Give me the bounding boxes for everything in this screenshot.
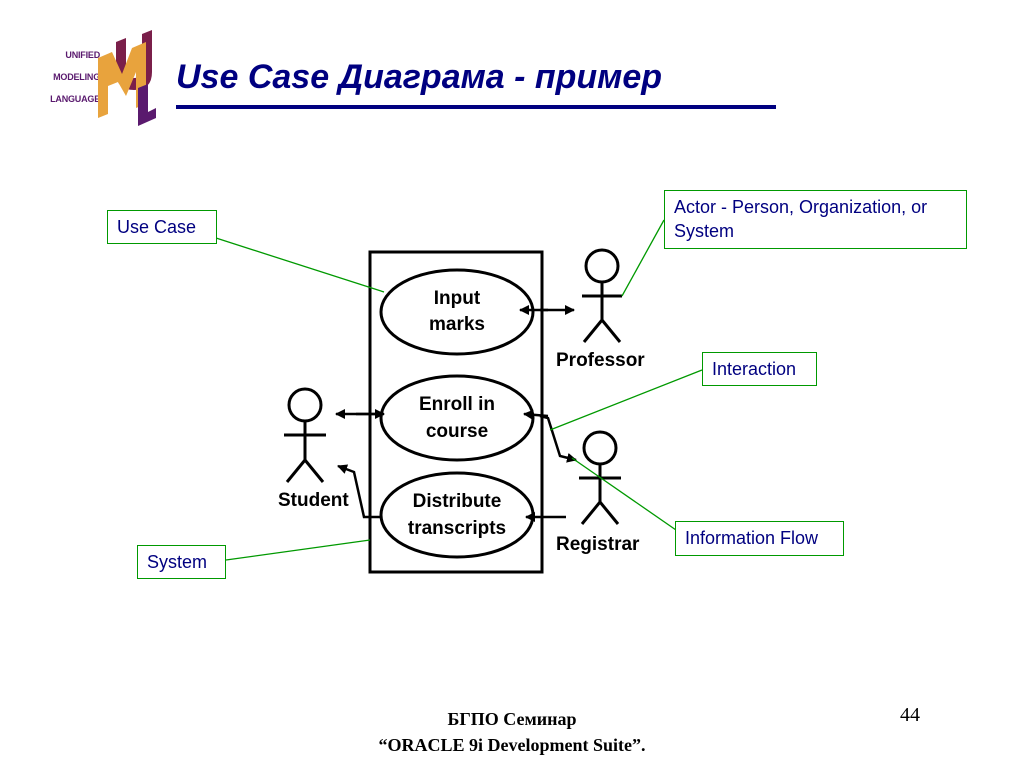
use-case-label: marks xyxy=(429,314,485,335)
uml-logo-mark xyxy=(98,30,156,126)
callout-actor: Actor - Person, Organization, or System xyxy=(664,190,967,249)
actor-registrar xyxy=(579,430,621,525)
leader-system xyxy=(225,539,371,561)
callout-use-case: Use Case xyxy=(107,210,217,244)
use-case-enroll-in-course xyxy=(379,374,535,462)
leader-information-flow xyxy=(571,457,677,531)
use-case-distribute-transcripts xyxy=(379,471,535,559)
footer-line-1: БГПО Семинар xyxy=(447,709,577,729)
use-case-input-marks xyxy=(379,268,535,356)
slide-title: Use Case Диаграма - пример xyxy=(176,58,663,96)
use-case-label: Enroll in xyxy=(419,394,495,415)
actor-professor xyxy=(582,248,622,343)
footer: БГПО Семинар “ORACLE 9i Development Suit… xyxy=(262,706,762,758)
page-number: 44 xyxy=(900,704,920,726)
callout-system: System xyxy=(137,545,226,579)
logo-text-modeling: MODELING xyxy=(53,72,100,82)
actor-student xyxy=(284,387,326,483)
actor-label-student: Student xyxy=(278,490,349,511)
callout-information-flow: Information Flow xyxy=(675,521,844,556)
actor-label-professor: Professor xyxy=(556,350,645,371)
interaction-arrow xyxy=(523,409,549,420)
leader-actor xyxy=(621,219,665,297)
interaction-enroll-registrar xyxy=(539,414,577,463)
leader-use-case xyxy=(215,237,385,293)
interaction-distribute-student xyxy=(337,464,380,519)
callout-interaction: Interaction xyxy=(702,352,817,386)
logo-text-language: LANGUAGE xyxy=(50,94,100,104)
use-case-label: transcripts xyxy=(408,518,506,539)
actor-label-registrar: Registrar xyxy=(556,534,640,555)
use-case-label: Input xyxy=(434,288,481,309)
system-boundary xyxy=(368,250,544,574)
uml-logo: UNIFIED MODELING LANGUAGE xyxy=(40,28,160,128)
title-underline xyxy=(176,105,776,109)
logo-text-unified: UNIFIED xyxy=(65,50,100,60)
footer-line-2: “ORACLE 9i Development Suite”. xyxy=(378,735,646,755)
leader-interaction xyxy=(549,369,703,431)
use-case-label: Distribute xyxy=(413,491,502,512)
use-case-label: course xyxy=(426,421,488,442)
